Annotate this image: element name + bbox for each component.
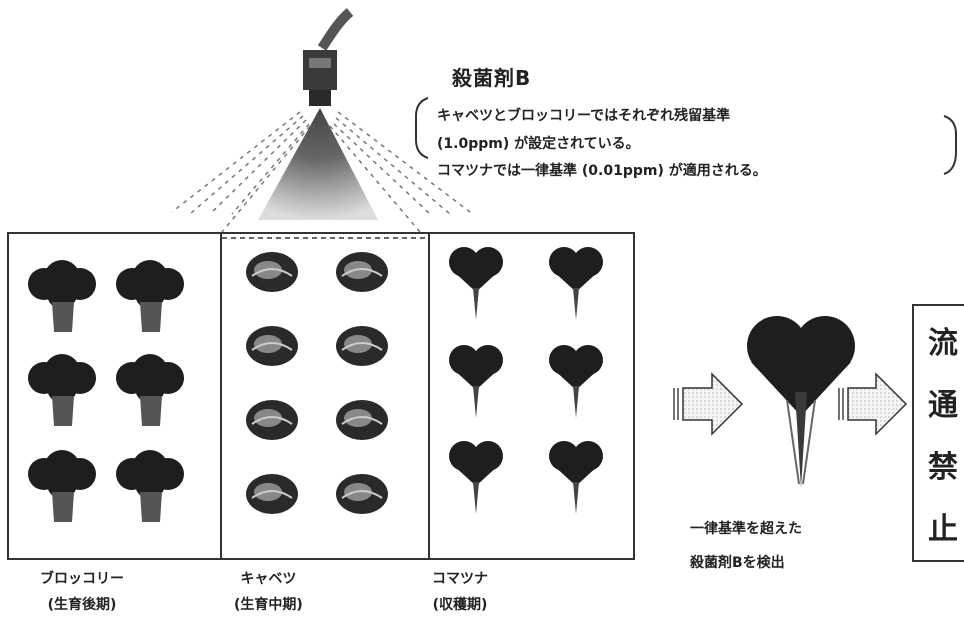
arrow-right-icon bbox=[838, 372, 908, 436]
note-line-2: (1.0ppm) が設定されている。 bbox=[437, 136, 640, 152]
komatsuna-icon bbox=[549, 441, 603, 514]
note-bracket-left bbox=[415, 97, 429, 159]
cabbage-icon bbox=[336, 326, 388, 366]
broccoli-icon bbox=[28, 354, 96, 426]
ban-char-4: 止 bbox=[928, 512, 958, 547]
cabbage-icon bbox=[336, 400, 388, 440]
komatsuna-group bbox=[449, 247, 603, 514]
komatsuna-icon bbox=[549, 247, 603, 320]
broccoli-icon bbox=[116, 354, 184, 426]
crop-name: ブロッコリー bbox=[40, 571, 124, 587]
crop-label-komatsuna: コマツナ (収穫期) bbox=[432, 566, 488, 618]
detection-caption-line-1: 一律基準を超えた bbox=[690, 521, 802, 537]
crop-stage: (収穫期) bbox=[432, 597, 488, 613]
komatsuna-icon bbox=[449, 247, 503, 320]
sprayer-nozzle-icon bbox=[303, 8, 354, 106]
detection-caption-line-2: 殺菌剤Bを検出 bbox=[690, 555, 785, 571]
crop-stage: (生育後期) bbox=[47, 597, 117, 613]
cabbage-icon bbox=[336, 474, 388, 514]
spray-drift-lines bbox=[171, 111, 471, 233]
cabbage-icon bbox=[336, 252, 388, 292]
komatsuna-icon bbox=[449, 345, 503, 418]
plot-komatsuna bbox=[428, 232, 635, 560]
distribution-ban-box: 流 通 禁 止 bbox=[912, 304, 964, 562]
detected-komatsuna-icon bbox=[747, 316, 855, 488]
note-line-1: キャベツとブロッコリーではそれぞれ残留基準 bbox=[437, 108, 731, 124]
broccoli-icon bbox=[28, 260, 96, 332]
ban-char-3: 禁 bbox=[928, 450, 958, 485]
crop-stage: (生育中期) bbox=[234, 597, 303, 613]
cabbage-icon bbox=[246, 400, 298, 440]
komatsuna-icon bbox=[549, 345, 603, 418]
ban-char-1: 流 bbox=[928, 326, 958, 361]
cabbage-icon bbox=[246, 474, 298, 514]
plot-cabbage bbox=[220, 232, 430, 560]
cabbage-icon bbox=[246, 326, 298, 366]
cabbage-icon bbox=[246, 252, 298, 292]
arrow-right-icon bbox=[673, 372, 744, 436]
komatsuna-icon bbox=[449, 441, 503, 514]
crop-label-broccoli: ブロッコリー (生育後期) bbox=[40, 566, 124, 618]
crop-name: コマツナ bbox=[432, 571, 488, 587]
broccoli-group bbox=[28, 260, 184, 522]
broccoli-icon bbox=[28, 450, 96, 522]
broccoli-icon bbox=[116, 450, 184, 522]
note-bracket-right bbox=[943, 115, 957, 175]
note-line-3: コマツナでは一律基準 (0.01ppm) が適用される。 bbox=[437, 163, 767, 179]
ban-char-2: 通 bbox=[928, 388, 958, 423]
crop-label-cabbage: キャベツ (生育中期) bbox=[234, 566, 303, 618]
broccoli-icon bbox=[116, 260, 184, 332]
crop-name: キャベツ bbox=[240, 571, 297, 587]
pesticide-title: 殺菌剤B bbox=[452, 66, 532, 90]
plot-broccoli bbox=[7, 232, 222, 560]
spray-cone bbox=[258, 108, 378, 220]
cabbage-group bbox=[246, 252, 388, 514]
